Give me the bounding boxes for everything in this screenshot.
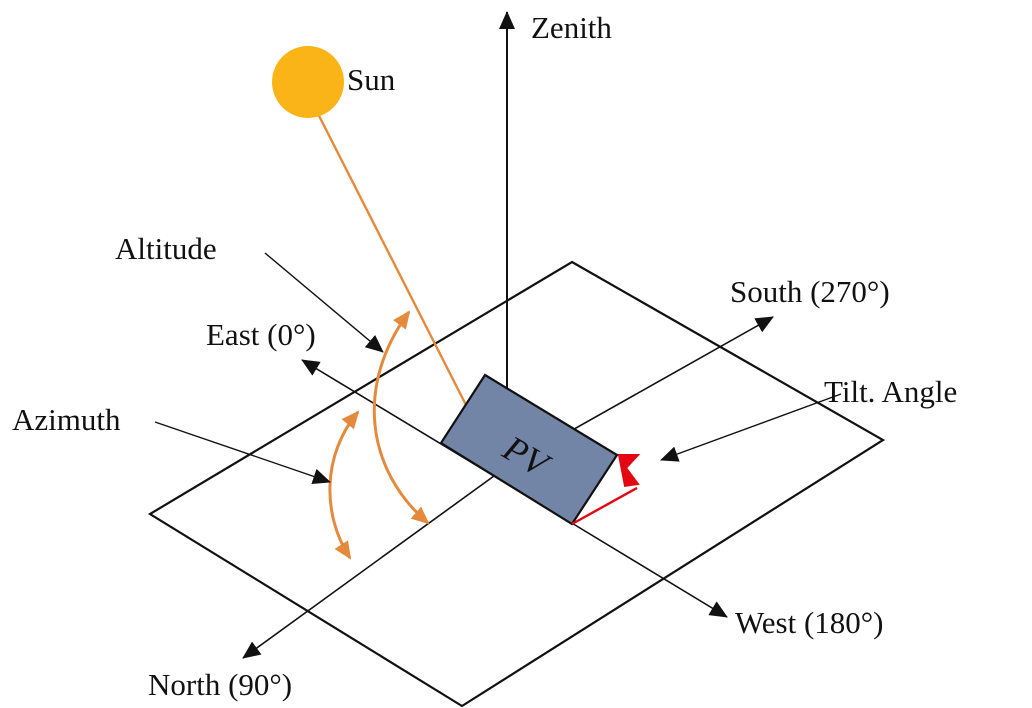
azimuth-leader-arrow: [154, 421, 331, 485]
sun-ray: [309, 99, 468, 406]
tilt-angle-leader-arrow: [660, 393, 842, 462]
zenith-label: Zenith: [531, 10, 612, 45]
west-label: West (180°): [735, 605, 884, 640]
altitude-leader-arrow: [264, 252, 384, 353]
azimuth-arc-arrow: [328, 410, 360, 560]
azimuth-label: Azimuth: [12, 402, 121, 437]
north-axis-arrow: [242, 467, 506, 659]
north-label: North (90°): [148, 667, 292, 702]
sun-icon: [272, 46, 344, 118]
tilt-angle-label: Tilt. Angle: [824, 374, 957, 409]
west-axis-arrow: [574, 524, 728, 618]
south-label: South (270°): [730, 274, 890, 309]
tilt-angle-marker: [571, 454, 641, 526]
east-label: East (0°): [206, 317, 316, 352]
altitude-arc-arrow: [372, 310, 430, 525]
sun-label: Sun: [347, 62, 396, 97]
ground-plane: [147, 260, 886, 708]
altitude-label: Altitude: [115, 231, 217, 266]
